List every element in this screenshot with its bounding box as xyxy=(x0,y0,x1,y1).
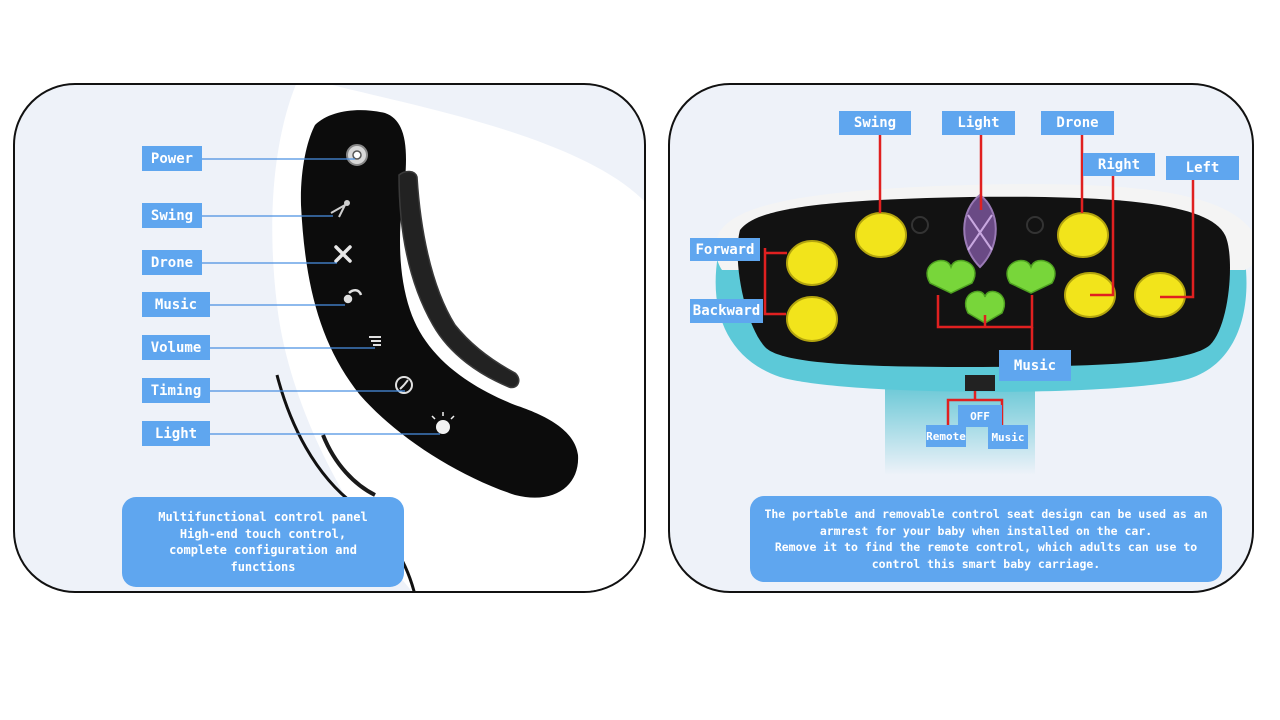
right-caption-line: The portable and removable control seat … xyxy=(764,507,1208,521)
right-panel: Swing Light Drone Right Left Forward Bac… xyxy=(668,83,1254,593)
swing-icon xyxy=(330,200,350,218)
control-panel-illustration xyxy=(197,85,644,591)
left-panel: Power Swing Drone Music Volume Timing Li… xyxy=(13,83,646,593)
volume-icon xyxy=(369,336,381,346)
label-music: Music xyxy=(142,292,210,317)
label-light: Light xyxy=(142,421,210,446)
light-bulb-icon xyxy=(431,412,455,434)
left-caption-line: High-end touch control, xyxy=(179,526,347,541)
left-caption: Multifunctional control panel High-end t… xyxy=(122,497,404,587)
label-swing: Swing xyxy=(142,203,202,228)
left-caption-line: Multifunctional control panel xyxy=(158,510,368,524)
timing-icon xyxy=(395,376,413,394)
right-caption-line: armrest for your baby when installed on … xyxy=(819,523,1153,538)
light-dome-icon xyxy=(963,193,997,269)
label-right-button: Right xyxy=(1083,153,1155,176)
label-music-buttons: Music xyxy=(999,350,1071,381)
label-light-button: Light xyxy=(942,111,1015,135)
label-swing-button: Swing xyxy=(839,111,911,135)
label-volume: Volume xyxy=(142,335,210,360)
right-caption: The portable and removable control seat … xyxy=(750,496,1222,582)
label-forward-button: Forward xyxy=(690,238,760,261)
right-caption-line: Remove it to find the remote control, wh… xyxy=(774,540,1198,554)
left-caption-line: complete configuration and xyxy=(169,543,357,557)
music-icon xyxy=(343,289,363,304)
label-backward-button: Backward xyxy=(690,299,763,323)
label-music-switch: Music xyxy=(988,425,1028,449)
label-off-switch: OFF xyxy=(958,405,1002,427)
label-drone-button: Drone xyxy=(1041,111,1114,135)
label-left-button: Left xyxy=(1166,156,1239,180)
green-heart-button xyxy=(926,259,1056,324)
drone-icon xyxy=(334,245,352,263)
right-caption-line: control this smart baby carriage. xyxy=(871,556,1101,571)
power-icon xyxy=(346,144,368,166)
label-drone: Drone xyxy=(142,250,202,275)
leader-lines-right xyxy=(763,135,1195,430)
label-remote-switch: Remote xyxy=(926,425,966,447)
left-caption-line: functions xyxy=(230,559,296,574)
label-power: Power xyxy=(142,146,202,171)
leader-lines-left xyxy=(197,158,440,435)
label-timing: Timing xyxy=(142,378,210,403)
